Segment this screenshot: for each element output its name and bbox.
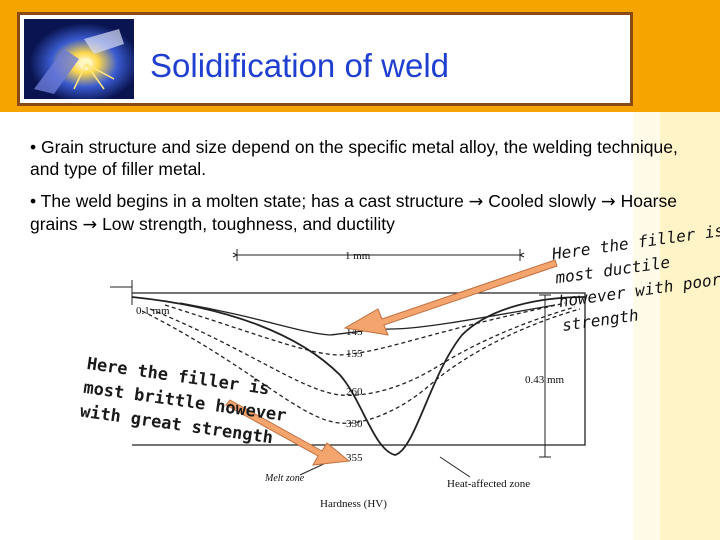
- width-label: 1 mm: [345, 250, 371, 262]
- slide-title: Solidification of weld: [150, 49, 449, 82]
- arrow-glyph: →: [469, 192, 484, 212]
- haz-leader: [440, 457, 470, 477]
- arrow-glyph: →: [601, 192, 616, 212]
- x-axis-label: Hardness (HV): [320, 498, 387, 510]
- hardness-155: 155: [346, 348, 363, 360]
- depth-large-label: 0.43 mm: [525, 374, 565, 386]
- annotation-right: Here the filler is most ductile however …: [548, 201, 720, 344]
- hardness-355: 355: [346, 452, 363, 464]
- depth-small-label: 0.1 mm: [136, 305, 170, 317]
- hardness-260: 260: [346, 386, 363, 398]
- hardness-330: 330: [346, 418, 363, 430]
- title-box: Solidification of weld: [17, 12, 633, 106]
- annotation-right-line-4: strength: [561, 307, 640, 334]
- bullet-1: • Grain structure and size depend on the…: [30, 136, 690, 180]
- width-dimension: [237, 249, 520, 261]
- haz-label: Heat-affected zone: [447, 478, 530, 490]
- welding-photo: [24, 19, 134, 99]
